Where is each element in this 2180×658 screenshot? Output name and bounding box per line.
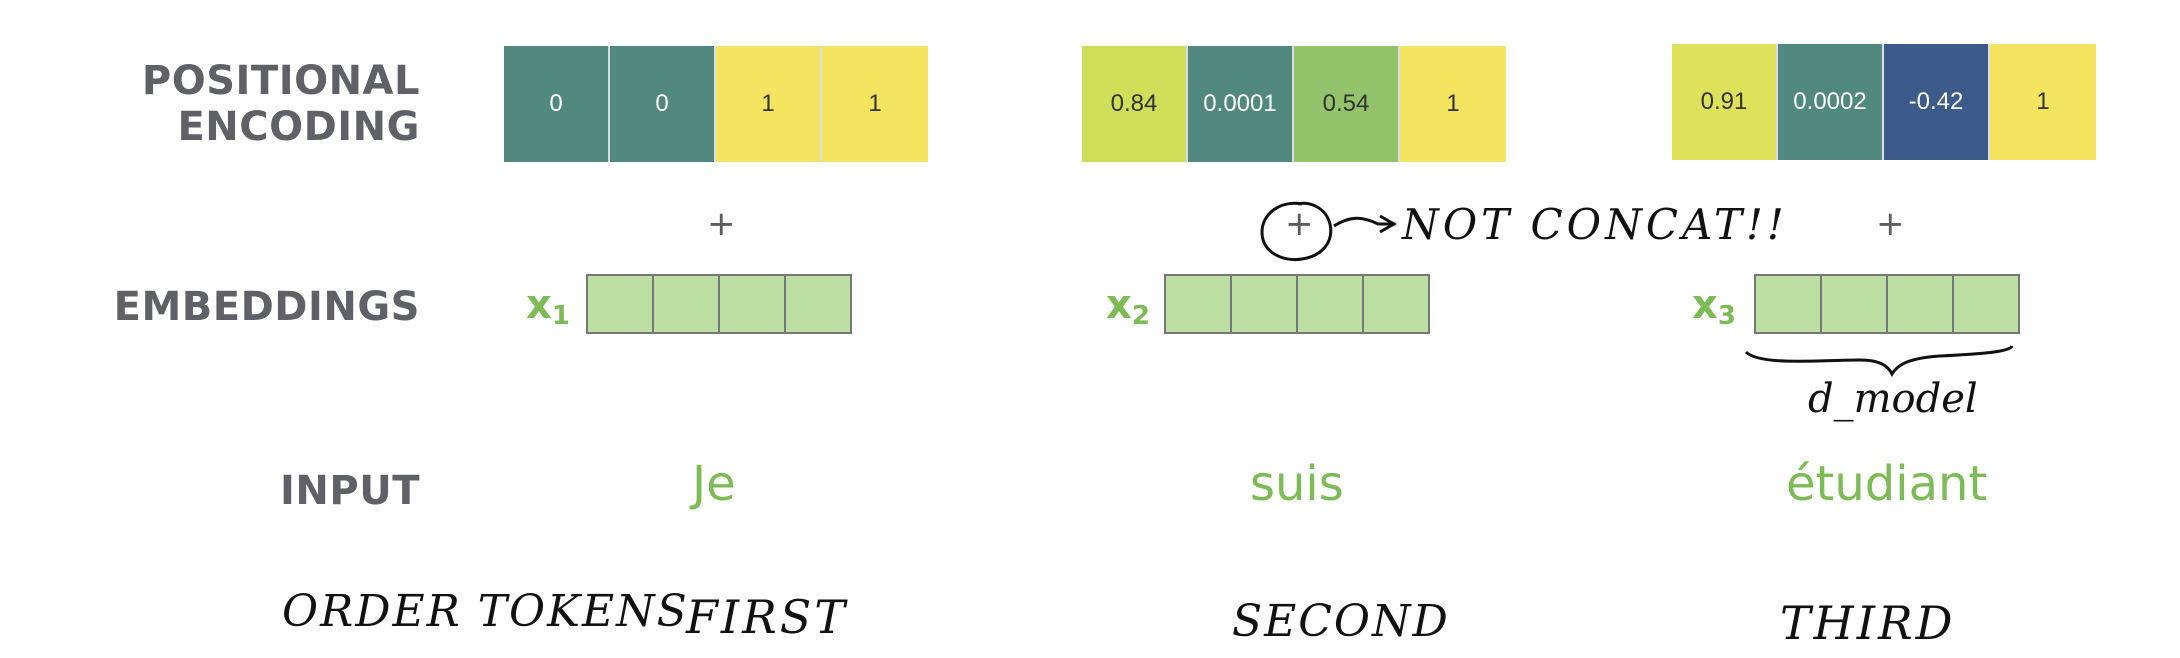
embedding-cell	[588, 276, 654, 332]
embedding-symbol: x	[1106, 282, 1132, 328]
embedding-subscript: 3	[1717, 301, 1736, 331]
brace-annotation	[1744, 345, 2014, 378]
positional-encoding-1: 0 0 1 1	[504, 46, 928, 162]
embedding-symbol: x	[526, 282, 552, 328]
pe-cell: 0.84	[1082, 46, 1188, 162]
embedding-cell	[720, 276, 786, 332]
arrow-annotation	[1333, 216, 1392, 228]
embedding-cell	[1756, 276, 1822, 332]
positional-encoding-3: 0.91 0.0002 -0.42 1	[1672, 44, 2096, 160]
embedding-cell	[1298, 276, 1364, 332]
pe-cell: 0.54	[1294, 46, 1400, 162]
pe-cell: 1	[1990, 44, 2096, 160]
embedding-symbol: x	[1692, 282, 1718, 328]
embedding-vector-2	[1164, 274, 1430, 334]
embedding-cell	[1364, 276, 1428, 332]
embedding-label-x3: x3	[1692, 282, 1736, 331]
order-first-note: FIRST	[686, 590, 848, 644]
embedding-subscript: 1	[551, 301, 570, 331]
plus-sign-2: +	[1285, 204, 1314, 244]
pe-cell: 0.0002	[1778, 44, 1884, 160]
embedding-vector-3	[1754, 274, 2020, 334]
pe-cell: 1	[1400, 46, 1506, 162]
input-word-3: étudiant	[1786, 456, 1988, 512]
embedding-label-x1: x1	[526, 282, 570, 331]
positional-encoding-label-line1: POSITIONAL	[141, 58, 420, 104]
d-model-note: d_model	[1808, 376, 1978, 422]
arrow-head	[1379, 214, 1398, 234]
input-word-1: Je	[692, 456, 736, 512]
embedding-cell	[786, 276, 850, 332]
pe-cell: 1	[822, 46, 928, 162]
order-third-note: THIRD	[1780, 596, 1956, 650]
embedding-cell	[1232, 276, 1298, 332]
plus-sign-1: +	[707, 204, 736, 244]
order-second-note: SECOND	[1232, 596, 1450, 647]
positional-encoding-2: 0.84 0.0001 0.54 1	[1082, 46, 1506, 162]
input-label: INPUT	[280, 468, 420, 514]
pe-cell: 0.0001	[1188, 46, 1294, 162]
embedding-cell	[1822, 276, 1888, 332]
embedding-subscript: 2	[1131, 301, 1150, 331]
embedding-cell	[654, 276, 720, 332]
embedding-cell	[1888, 276, 1954, 332]
positional-encoding-label: POSITIONAL ENCODING	[142, 58, 420, 150]
embedding-cell	[1166, 276, 1232, 332]
embedding-label-x2: x2	[1106, 282, 1150, 331]
pe-cell: 0	[610, 46, 716, 162]
pe-cell: -0.42	[1884, 44, 1990, 160]
embeddings-label: EMBEDDINGS	[113, 284, 420, 330]
positional-encoding-label-line2: ENCODING	[177, 104, 420, 150]
pe-cell: 0.91	[1672, 44, 1778, 160]
plus-sign-3: +	[1876, 204, 1905, 244]
embedding-cell	[1954, 276, 2018, 332]
embedding-vector-1	[586, 274, 852, 334]
input-word-2: suis	[1250, 456, 1344, 512]
order-tokens-note: ORDER TOKENS	[282, 586, 689, 637]
pe-cell: 1	[716, 46, 822, 162]
not-concat-note: NOT CONCAT!!	[1402, 200, 1788, 249]
pe-cell: 0	[504, 46, 610, 162]
